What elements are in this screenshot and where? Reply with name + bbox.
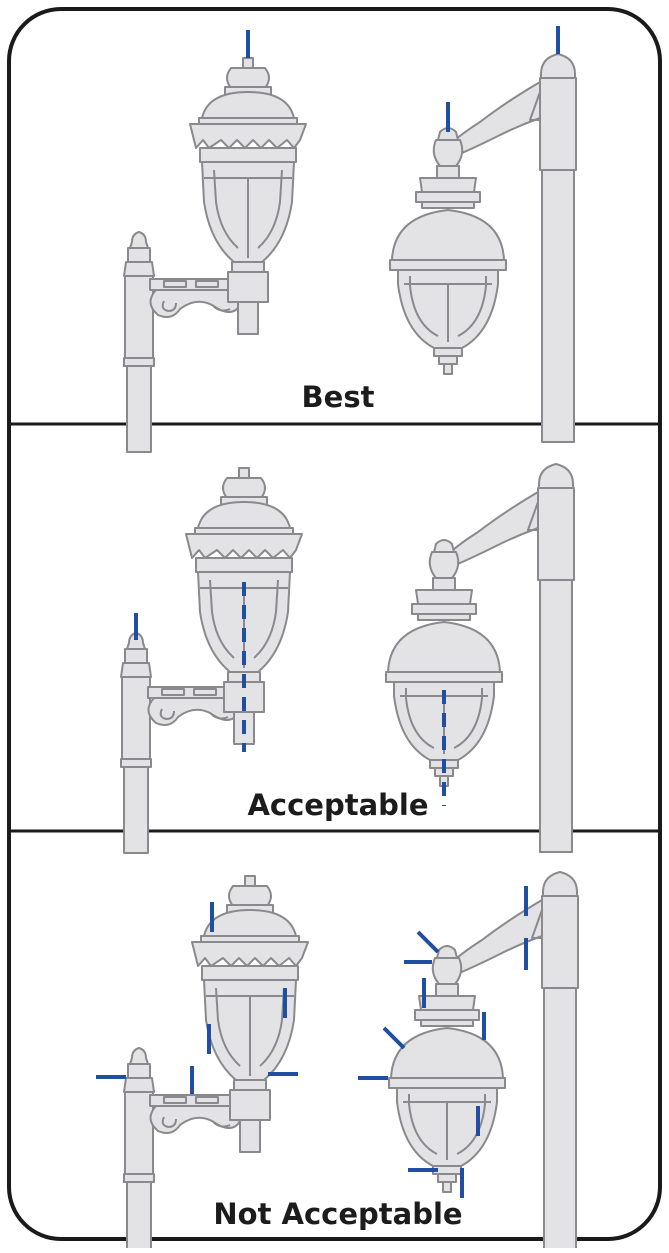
panel-label-best: Best	[302, 380, 375, 414]
panel-label-not-acceptable: Not Acceptable	[213, 1197, 462, 1231]
panel-acceptable: Acceptable	[120, 463, 575, 854]
panel-label-acceptable: Acceptable	[247, 788, 428, 822]
orientation-indicators-best	[246, 26, 560, 132]
orientation-indicators-not-acceptable	[96, 886, 528, 1198]
panel-best: Best	[123, 26, 577, 453]
orientation-indicators-acceptable	[134, 582, 446, 806]
panel-not-acceptable: Not Acceptable	[96, 871, 579, 1253]
